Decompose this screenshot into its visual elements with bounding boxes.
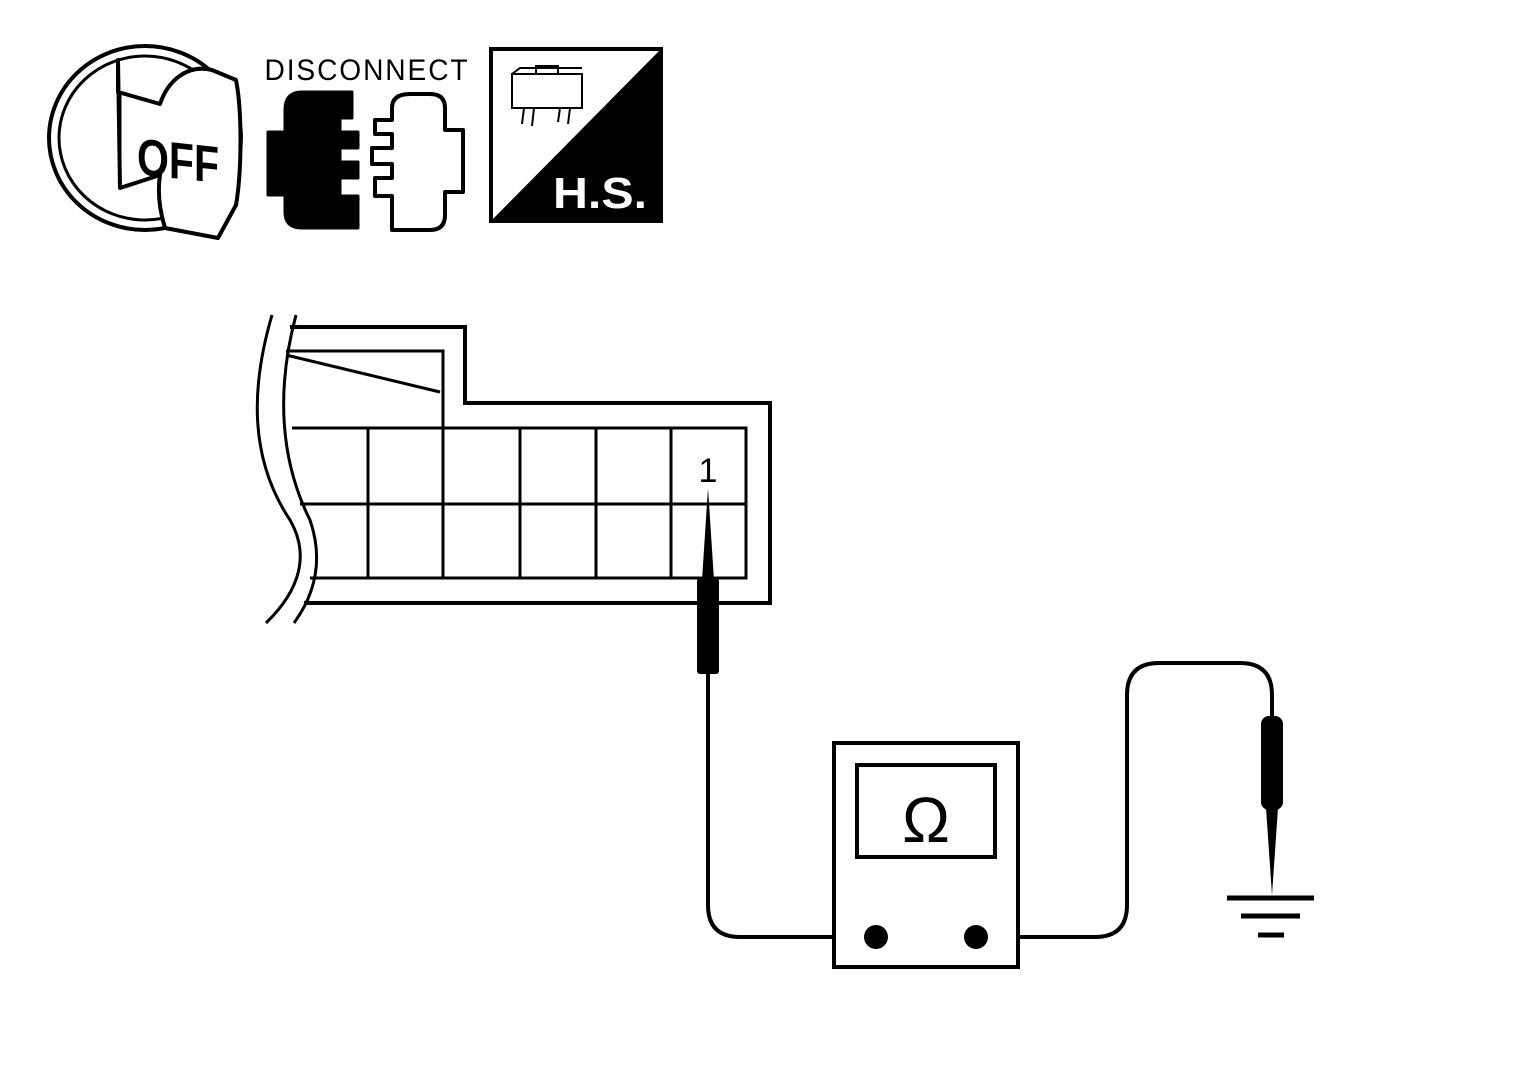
harness-side-connector-icon: H.S. [489, 47, 663, 223]
meter-terminal-positive [864, 925, 888, 949]
connector-break-line-inner [282, 314, 319, 624]
test-probe-negative [1261, 716, 1283, 895]
connector-break-line-outer [255, 314, 302, 625]
lead-meter-to-ground-probe [976, 661, 1274, 939]
key-off-label: OFF [137, 129, 219, 195]
ground-icon [1227, 895, 1314, 938]
connector-housing-outline [290, 325, 772, 605]
test-probe-positive [697, 488, 719, 674]
harness-side-label: H.S. [553, 169, 647, 218]
test-leads [706, 661, 1274, 939]
meter-display [855, 763, 997, 859]
ignition-key-off-icon: OFF [47, 44, 243, 240]
ohmmeter-icon: Ω [832, 741, 1020, 969]
disconnect-label: DISCONNECT [265, 54, 470, 87]
connector-disconnect-icon: DISCONNECT [265, 54, 470, 232]
harness-connector [255, 314, 772, 625]
lead-probe-to-meter [706, 674, 876, 939]
terminal-1-label: 1 [699, 452, 718, 490]
meter-terminal-negative [964, 925, 988, 949]
meter-ohm-symbol: Ω [902, 784, 950, 856]
